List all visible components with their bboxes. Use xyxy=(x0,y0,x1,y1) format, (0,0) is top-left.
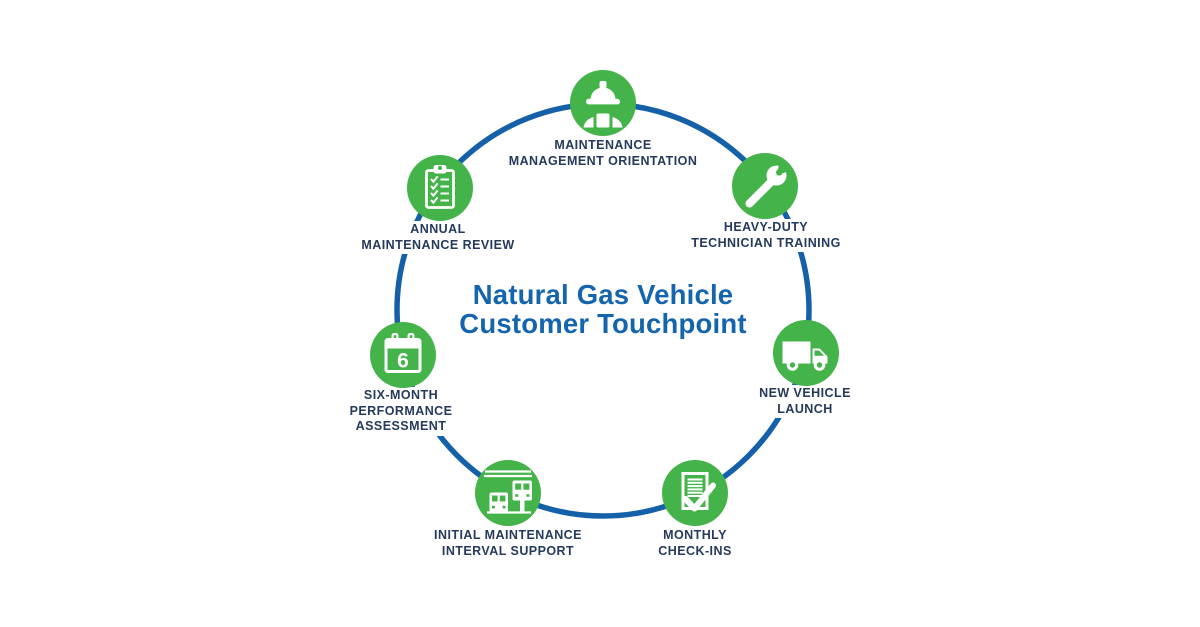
calendar-number: 6 xyxy=(397,350,409,373)
calendar-icon: 6 xyxy=(370,322,436,388)
label-monthly-check-ins: MONTHLY CHECK-INS xyxy=(652,527,738,560)
label-six-month-performance-assessment: SIX-MONTH PERFORMANCE ASSESSMENT xyxy=(343,387,459,436)
label-heavy-duty-technician-training: HEAVY-DUTY TECHNICIAN TRAINING xyxy=(685,219,847,252)
wrench-icon xyxy=(732,153,798,219)
clipboard-checklist-icon xyxy=(407,155,473,221)
diagram-title: Natural Gas Vehicle Customer Touchpoint xyxy=(459,279,747,339)
label-annual-maintenance-review: ANNUAL MAINTENANCE REVIEW xyxy=(355,221,521,254)
document-checkmark-icon xyxy=(662,460,728,526)
vehicle-service-bay-icon xyxy=(475,460,541,526)
label-maintenance-management-orientation: MAINTENANCE MANAGEMENT ORIENTATION xyxy=(502,137,704,170)
label-initial-maintenance-interval-support: INITIAL MAINTENANCE INTERVAL SUPPORT xyxy=(428,527,588,560)
label-new-vehicle-launch: NEW VEHICLE LAUNCH xyxy=(753,385,857,418)
hard-hat-worker-icon xyxy=(570,70,636,136)
box-truck-icon xyxy=(773,320,839,386)
